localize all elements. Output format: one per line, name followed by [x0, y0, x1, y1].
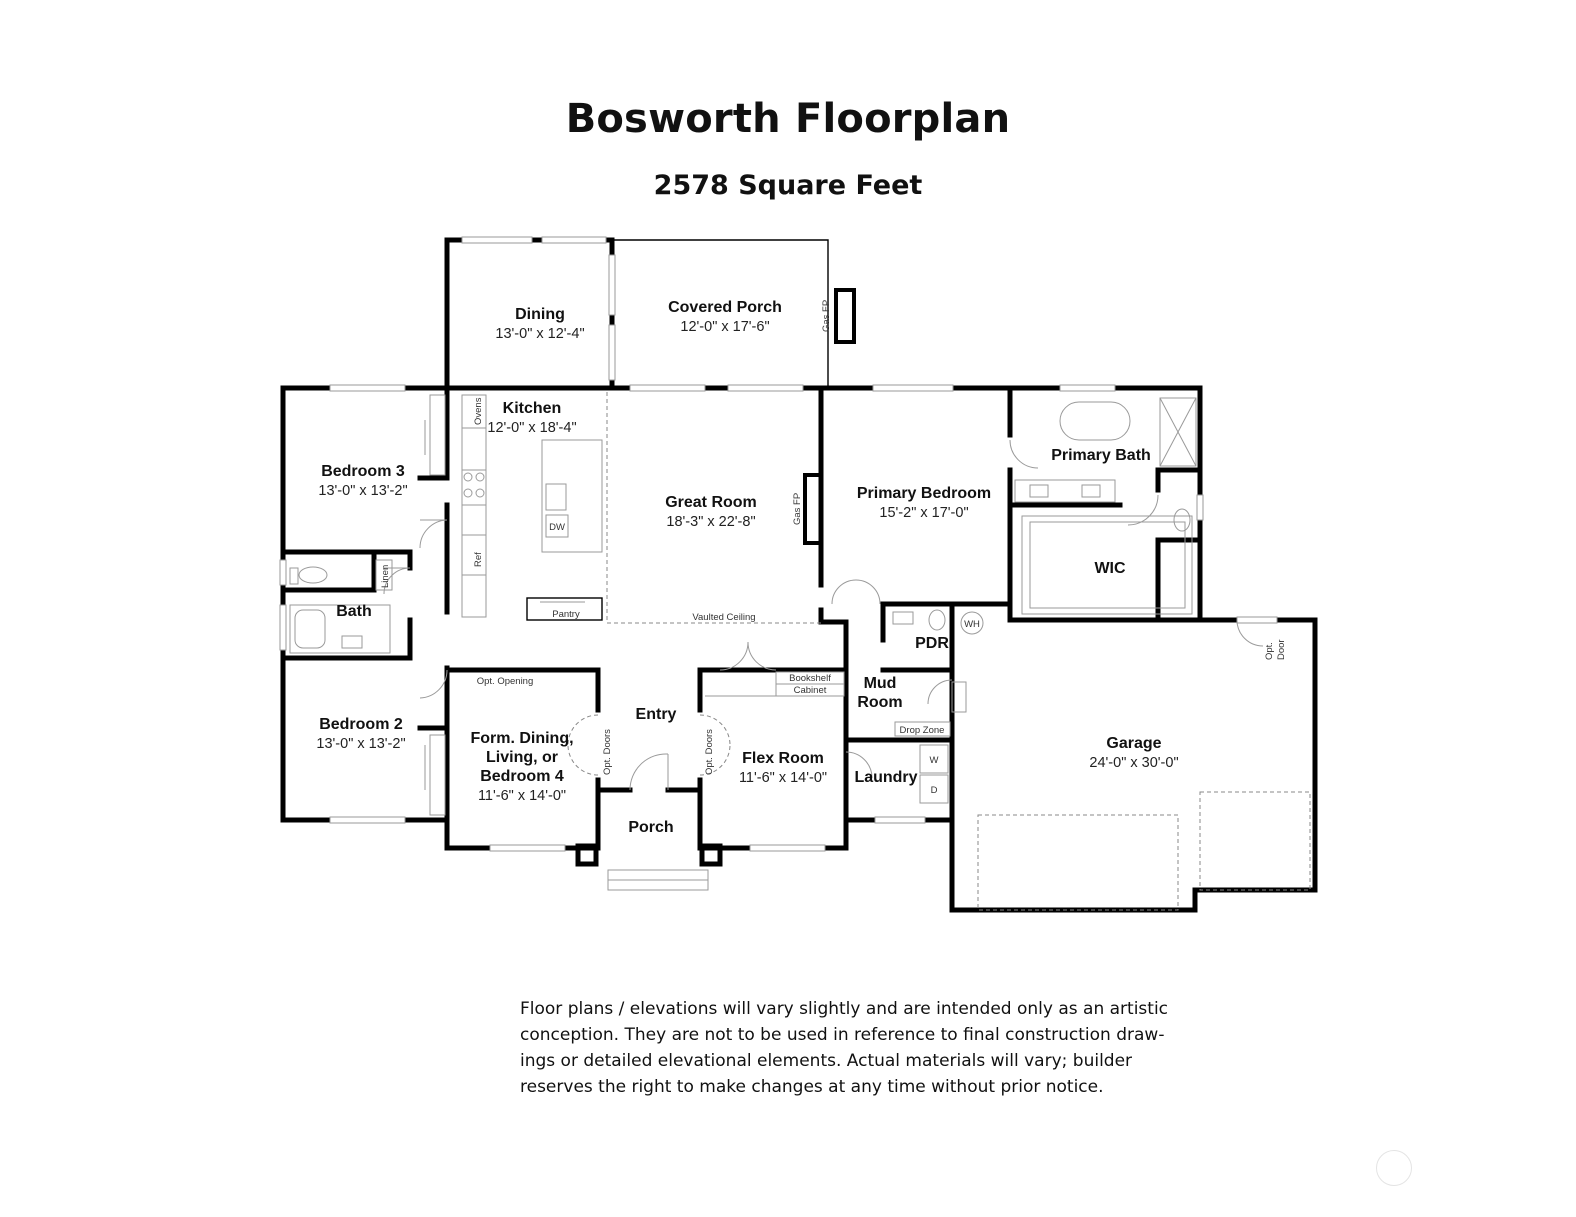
label-linen: Linen [380, 565, 391, 588]
room-dims-garage: 24'-0" x 30'-0" [1089, 755, 1178, 771]
label-opt-doors-right: Opt. Doors [704, 729, 715, 775]
room-name-bedroom3: Bedroom 3 [321, 463, 405, 480]
room-dims-bedroom3: 13'-0" x 13'-2" [318, 483, 407, 499]
room-name-porch: Porch [628, 819, 673, 836]
label-opt: Opt. [1264, 642, 1275, 660]
room-dims-covered-porch: 12'-0" x 17'-6" [680, 319, 769, 335]
room-dims-dining: 13'-0" x 12'-4" [495, 326, 584, 342]
room-name-laundry: Laundry [854, 769, 917, 786]
room-name-form-dining-3: Bedroom 4 [480, 768, 564, 785]
room-name-primary-bath: Primary Bath [1051, 447, 1151, 464]
room-name-mud-room-2: Room [857, 694, 902, 711]
room-name-dining: Dining [515, 306, 565, 323]
room-dims-form-dining: 11'-6" x 14'-0" [478, 788, 566, 804]
label-ovens: Ovens [473, 397, 484, 425]
room-name-bath: Bath [336, 603, 372, 620]
watermark-badge [1376, 1150, 1412, 1186]
doors [383, 439, 1264, 791]
label-opt-doors-left: Opt. Doors [602, 729, 613, 775]
room-name-pdr: PDR [915, 635, 949, 652]
label-dryer: D [931, 785, 938, 796]
walls [280, 237, 1318, 913]
room-name-bedroom2: Bedroom 2 [319, 716, 403, 733]
room-name-wic: WIC [1094, 560, 1126, 577]
fixtures [289, 288, 1311, 911]
disclaimer: Floor plans / elevations will vary sligh… [520, 996, 1169, 1100]
room-name-great-room: Great Room [665, 494, 757, 511]
room-dims-bedroom2: 13'-0" x 13'-2" [316, 736, 405, 752]
label-cabinet: Cabinet [794, 685, 827, 696]
disclaimer-line: ings or detailed elevational elements. A… [520, 1051, 1133, 1071]
room-dims-great-room: 18'-3" x 22'-8" [666, 514, 755, 530]
label-opt-opening: Opt. Opening [477, 676, 534, 687]
room-name-primary-bedroom: Primary Bedroom [857, 485, 991, 502]
label-gas-fp-porch: Gas FP [821, 300, 832, 332]
page-title: Bosworth Floorplan [565, 96, 1011, 142]
label-washer: W [930, 755, 939, 766]
disclaimer-line: conception. They are not to be used in r… [520, 1025, 1165, 1045]
label-bookshelf: Bookshelf [789, 673, 831, 684]
room-dims-flex-room: 11'-6" x 14'-0" [739, 770, 827, 786]
room-dims-kitchen: 12'-0" x 18'-4" [487, 420, 576, 436]
label-gas-fp-great-room: Gas FP [792, 493, 803, 525]
label-ref: Ref [473, 552, 484, 567]
label-drop-zone: Drop Zone [900, 725, 945, 736]
windows [279, 236, 1278, 852]
room-name-flex-room: Flex Room [742, 750, 824, 767]
room-name-kitchen: Kitchen [503, 400, 562, 417]
room-dims-primary-bedroom: 15'-2" x 17'-0" [879, 505, 968, 521]
label-door: Door [1276, 639, 1287, 660]
disclaimer-line: reserves the right to make changes at an… [520, 1077, 1104, 1097]
square-footage: 2578 Square Feet [653, 170, 923, 201]
room-name-garage: Garage [1106, 735, 1161, 752]
room-name-form-dining-2: Living, or [486, 749, 558, 766]
label-pantry: Pantry [552, 609, 580, 620]
disclaimer-line: Floor plans / elevations will vary sligh… [520, 999, 1169, 1019]
room-name-form-dining-1: Form. Dining, [470, 730, 573, 747]
label-wh: WH [964, 619, 980, 630]
label-vaulted-ceiling: Vaulted Ceiling [692, 612, 755, 623]
label-dw: DW [549, 522, 565, 533]
room-name-entry: Entry [636, 706, 677, 723]
room-name-mud-room-1: Mud [864, 675, 897, 692]
room-name-covered-porch: Covered Porch [668, 299, 782, 316]
